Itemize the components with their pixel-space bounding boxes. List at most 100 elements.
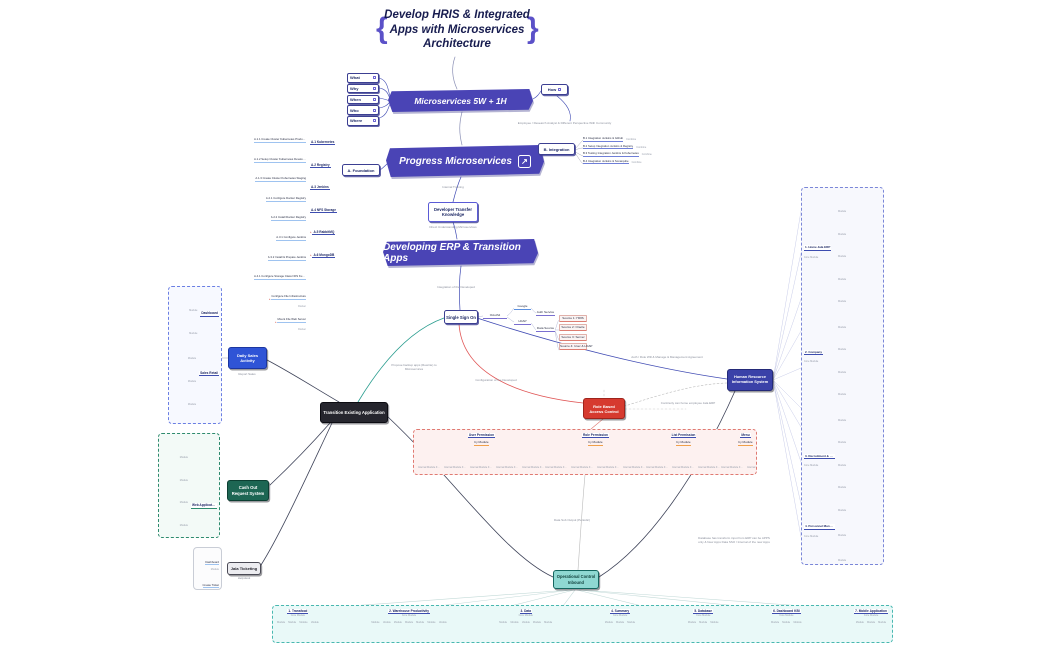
rbac-item[interactable]: Internal Module Feature [444, 448, 467, 470]
oci-item[interactable]: Module [371, 620, 379, 625]
oci-item[interactable]: Module [710, 620, 718, 625]
rbac-group-header[interactable]: Menu [740, 432, 751, 439]
oci-item[interactable]: Module [405, 620, 413, 625]
rbac-item[interactable]: Internal Module Feature [721, 448, 744, 470]
google-node[interactable]: Google [514, 304, 531, 310]
foundation-category[interactable]: A.2 Registry [310, 153, 331, 171]
foundation-leaf[interactable]: A.4.1 Configure Storage Class NFS Kubern… [254, 267, 306, 285]
auth-service-node[interactable]: Auth Service [536, 310, 555, 316]
oci-group-header[interactable]: 3. Data [519, 608, 532, 615]
cash-out-request-node[interactable]: Cash Out Request System [227, 480, 269, 501]
fivew-item[interactable]: Where [347, 116, 379, 126]
dsa-category[interactable]: Sales Retail [199, 370, 219, 377]
fivew-item[interactable]: Who [347, 105, 379, 115]
hris-node[interactable]: Human Resource Information System [727, 369, 773, 391]
oci-item[interactable]: Module [383, 620, 391, 625]
hris-item[interactable]: Module [838, 308, 881, 330]
foundation-leaf[interactable]: A.1.2 Setup Cluster Kubernetes Developme… [254, 150, 306, 168]
rbac-item[interactable]: Internal Module Feature [418, 448, 441, 470]
oci-item[interactable]: Module [510, 620, 518, 625]
oci-item[interactable]: Module [427, 620, 435, 625]
foundation-category[interactable]: A.4 NFS Storage [310, 198, 337, 216]
oci-group-header[interactable]: 1. Transfood [287, 608, 309, 615]
foundation-leaf[interactable]: A.1.1 Create Cluster Kubernetes Producti… [254, 130, 306, 148]
dsa-leaf[interactable]: Module [188, 339, 196, 361]
oci-item[interactable]: Module [522, 620, 530, 625]
banner-microservices-5w1h[interactable]: Microservices 5W + 1H [388, 89, 533, 112]
oci-item[interactable]: Module [856, 620, 864, 625]
dsa-leaf[interactable]: Module [186, 410, 194, 423]
banner-progress-microservices[interactable]: Progress Microservices ↗ [386, 145, 544, 177]
foundation-leaf[interactable]: A.2.2 Install Docker Registry [270, 208, 306, 226]
foundation-leaf[interactable]: A.3.1 Configure Jenkins [276, 228, 306, 246]
external-link-icon[interactable]: ↗ [517, 154, 531, 168]
rbac-item[interactable]: Internal Module Feature [496, 448, 519, 470]
operational-control-inbound-node[interactable]: Operational Control Inbound [553, 570, 599, 589]
oci-group-header[interactable]: 7. Mobile Application [854, 608, 888, 615]
dsa-leaf[interactable]: Module [189, 314, 197, 336]
hris-item[interactable]: Module [838, 423, 881, 445]
oci-group-header[interactable]: 2. Warehouse Productivity [388, 608, 430, 615]
integration-item[interactable]: B.3 Testing Integration Jenkins & Kubern… [583, 152, 652, 157]
rbac-item[interactable]: Internal Module Feature [646, 448, 669, 470]
sso-source-item[interactable]: Source 4: User & LDAP [559, 342, 593, 350]
cor-leaf[interactable]: Module [180, 438, 188, 460]
cor-leaf[interactable]: Module [180, 483, 188, 505]
integration-item[interactable]: B.2 Setup Integration Jenkins & Registry… [583, 145, 652, 150]
hris-section-header[interactable]: 3. Recruitment & Selection [804, 453, 835, 460]
foundation-leaf[interactable]: Configure File Infrastructure Docker [269, 287, 306, 309]
rbac-item[interactable]: Internal Module Feature [597, 448, 620, 470]
sso-source-item[interactable]: Source 1: HRIS [559, 315, 587, 322]
data-source-node[interactable]: Data Source [536, 326, 555, 332]
rbac-item[interactable]: Internal Module Feature [623, 448, 646, 470]
oci-item[interactable]: Module [605, 620, 613, 625]
integration-node[interactable]: B. Integration [538, 143, 575, 155]
hris-item[interactable]: Module [838, 215, 881, 237]
hris-item[interactable]: Module [838, 192, 881, 214]
oci-item[interactable]: Module [439, 620, 447, 625]
hris-item[interactable]: Module [838, 541, 881, 563]
role-based-access-control-node[interactable]: Role Based Access Control [583, 398, 625, 419]
integration-item[interactable]: B.4 Integration Jenkins & Sonarqube Comb… [583, 160, 652, 165]
single-sign-on-node[interactable]: Single Sign On [444, 310, 478, 324]
fivew-item[interactable]: Why [347, 83, 379, 94]
hris-item[interactable]: Module [838, 468, 881, 490]
oci-item[interactable]: Module [771, 620, 779, 625]
oci-item[interactable]: Module [499, 620, 507, 625]
jala-item[interactable]: Dashboard Module [196, 550, 219, 572]
banner-developing-erp[interactable]: Developing ERP & Transition Apps [383, 239, 538, 266]
oci-item[interactable]: Module [394, 620, 402, 625]
rbac-group-header[interactable]: List Permission [670, 432, 697, 439]
how-node[interactable]: How [541, 84, 568, 95]
integration-item[interactable]: B.1 Integration Jenkins & Github Combine [583, 137, 652, 142]
oci-group-header[interactable]: 4. Summary [610, 608, 631, 615]
hris-item[interactable]: Module [838, 330, 881, 352]
hris-item[interactable]: Module [838, 237, 881, 259]
oci-group-header[interactable]: 6. Dashboard KBI [772, 608, 801, 615]
foundation-category[interactable]: A.1 Kubernetes [310, 130, 336, 148]
ldap-node[interactable]: LDAP [514, 319, 531, 325]
oci-item[interactable]: Module [288, 620, 296, 625]
hris-item[interactable]: Module [838, 401, 881, 423]
oci-item[interactable]: Module [782, 620, 790, 625]
foundation-category[interactable]: A.3 Jenkins [310, 175, 330, 193]
sso-source-item[interactable]: Source 2: Oracle [559, 324, 587, 332]
oci-item[interactable]: Module [311, 620, 319, 625]
cor-leaf[interactable]: Module [180, 461, 188, 483]
dsa-leaf[interactable]: Module [188, 362, 196, 384]
foundation-category[interactable]: A.6 MongoDB [310, 243, 336, 261]
oci-item[interactable]: Module [277, 620, 285, 625]
foundation-category[interactable]: A.5 RabbitMQ [310, 220, 336, 238]
developer-transfer-knowledge-node[interactable]: Developer Transfer Knowledge [428, 202, 478, 222]
oci-item[interactable]: Module [699, 620, 707, 625]
oci-group-header[interactable]: 5. Database [693, 608, 714, 615]
oci-item[interactable]: Module [627, 620, 635, 625]
transition-existing-application-node[interactable]: Transition Existing Application [320, 402, 388, 423]
oci-item[interactable]: Module [299, 620, 307, 625]
oci-item[interactable]: Module [688, 620, 696, 625]
rbac-item[interactable]: Internal Module Feature [470, 448, 493, 470]
foundation-leaf[interactable]: A.1.3 Create Cluster Kubernetes Staging [255, 169, 306, 187]
hris-section-header[interactable]: 4. Personnel Management [804, 524, 835, 530]
foundation-node[interactable]: A. Foundation [342, 164, 380, 176]
foundation-leaf[interactable]: A.3.2 Install & Prepare Jenkins [267, 248, 306, 266]
